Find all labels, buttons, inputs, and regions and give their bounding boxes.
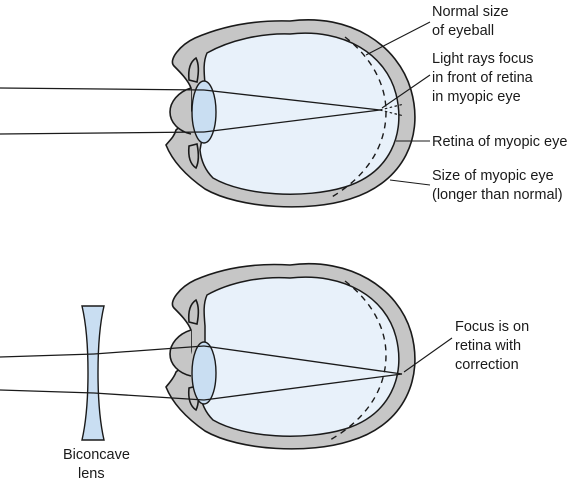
corrected-eye-cornea: [169, 329, 192, 377]
label-line: Normal size: [432, 4, 509, 20]
label-focus-corrected: Focus is on retina with correction: [455, 319, 529, 373]
label-line: Size of myopic eye: [432, 168, 554, 184]
svg-text:Size of myopic eye: Size of myopic eye: [432, 168, 554, 184]
light-ray: [93, 392, 205, 401]
myopic-eye-iris-bottom: [187, 143, 200, 170]
corrected-eye-interior: [199, 276, 400, 437]
label-retina: Retina of myopic eye: [432, 134, 567, 150]
myopic-eye-iris-top: [187, 56, 200, 83]
myopic-eye-interior: [199, 32, 400, 195]
svg-text:Light rays focus: Light rays focus: [432, 51, 534, 67]
corrected-eye-iris-top: [187, 298, 200, 325]
light-ray: [0, 87, 205, 91]
label-line: lens: [78, 466, 105, 482]
svg-text:retina with: retina with: [455, 338, 521, 354]
label-line: retina with: [455, 338, 521, 354]
corrected-eye: [165, 263, 416, 450]
label-line: in front of retina: [432, 70, 534, 86]
label-size-myopic: Size of myopic eye (longer than normal): [432, 168, 563, 203]
diverging-ray: [379, 103, 405, 111]
label-line: (longer than normal): [432, 187, 563, 203]
label-biconcave-lens: Biconcave lens: [63, 447, 130, 482]
leader-line: [381, 74, 431, 109]
leader-lines-top: [365, 21, 431, 186]
svg-text:Biconcave: Biconcave: [63, 447, 130, 463]
diverging-ray: [379, 109, 405, 117]
label-line: Focus is on: [455, 319, 529, 335]
leader-line: [389, 179, 431, 186]
svg-text:in front of retina: in front of retina: [432, 70, 534, 86]
label-line: Retina of myopic eye: [432, 134, 567, 150]
light-rays-myopic: [0, 87, 405, 135]
light-ray: [203, 373, 403, 401]
label-line: Biconcave: [63, 447, 130, 463]
myopic-eye: [165, 19, 416, 208]
biconcave-lens: [81, 305, 105, 441]
light-ray: [203, 89, 381, 111]
myopic-eye-cornea: [169, 87, 192, 135]
light-ray: [0, 389, 95, 394]
svg-text:Focus is on: Focus is on: [455, 319, 529, 335]
label-line: of eyeball: [432, 23, 494, 39]
svg-text:lens: lens: [78, 466, 105, 482]
svg-text:Retina of myopic eye: Retina of myopic eye: [432, 134, 567, 150]
light-rays-corrected: [0, 345, 403, 401]
normal-eyeball-outline-bottom: [329, 280, 387, 441]
svg-text:Normal size: Normal size: [432, 4, 509, 20]
label-line: Light rays focus: [432, 51, 534, 67]
leader-line: [365, 21, 431, 56]
light-ray: [0, 131, 205, 135]
light-ray: [203, 345, 403, 375]
light-ray: [0, 353, 95, 358]
corrected-eye-lens: [191, 341, 217, 405]
leader-line: [403, 337, 453, 373]
light-ray: [203, 109, 381, 133]
light-ray: [93, 345, 205, 355]
label-normal-size: Normal size of eyeball: [432, 4, 509, 39]
svg-text:(longer than normal): (longer than normal): [432, 187, 563, 203]
myopic-eye-lens: [191, 80, 217, 144]
svg-text:correction: correction: [455, 357, 519, 373]
label-line: correction: [455, 357, 519, 373]
label-line: in myopic eye: [432, 89, 521, 105]
svg-text:of eyeball: of eyeball: [432, 23, 494, 39]
svg-text:in myopic eye: in myopic eye: [432, 89, 521, 105]
label-focus-in-front: Light rays focus in front of retina in m…: [432, 51, 534, 105]
